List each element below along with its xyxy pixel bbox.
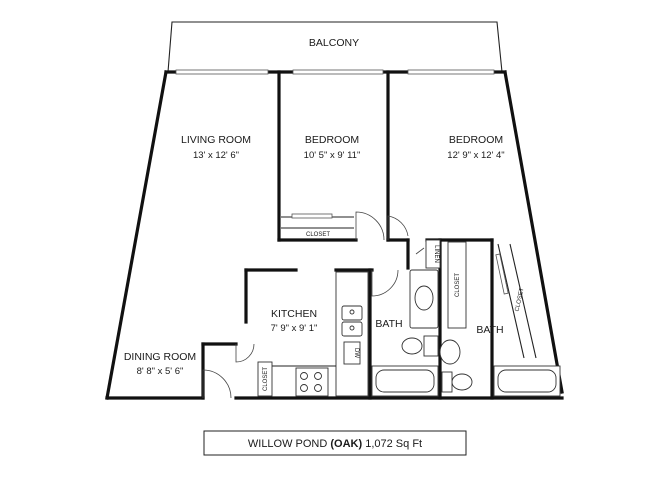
drain-2 bbox=[349, 325, 355, 331]
dining-room-size: 8' 8" x 5' 6" bbox=[137, 366, 184, 377]
dishwasher bbox=[343, 341, 361, 365]
window-bedroom-1 bbox=[292, 69, 384, 75]
bath-closet-box bbox=[447, 241, 467, 329]
linen-closet: LINEN bbox=[415, 239, 441, 269]
kitchen-name: KITCHEN bbox=[271, 308, 317, 320]
living-room-name: LIVING ROOM bbox=[181, 134, 251, 146]
window-bedroom-2 bbox=[407, 69, 495, 75]
stove bbox=[295, 367, 329, 397]
closet-door-slider bbox=[291, 213, 333, 219]
bathtub-basin bbox=[375, 369, 435, 393]
door-entry bbox=[202, 369, 232, 399]
dining-room-name: DINING ROOM bbox=[124, 351, 196, 363]
bath-closet: CLOSET bbox=[447, 241, 467, 329]
bath-1-fixtures bbox=[371, 269, 439, 397]
linen-box bbox=[425, 239, 441, 269]
toilet-icon bbox=[401, 337, 423, 355]
bedroom-2-size: 12' 9" x 12' 4" bbox=[447, 150, 504, 161]
bedroom-closet: CLOSET bbox=[281, 213, 354, 238]
closet-label: CLOSET bbox=[306, 232, 330, 238]
bedroom-1-size: 10' 5" x 9' 11" bbox=[304, 150, 361, 161]
dining-closet-label: CLOSET bbox=[263, 367, 269, 391]
caption-name: WILLOW POND bbox=[248, 438, 331, 450]
caption-text: WILLOW POND (OAK) 1,072 Sq Ft bbox=[248, 438, 422, 450]
balcony-outline bbox=[167, 21, 503, 73]
door-dining-closet bbox=[235, 343, 255, 363]
dining-closet: CLOSET bbox=[257, 361, 273, 397]
burner-2 bbox=[314, 372, 322, 380]
bedroom2-closet-label: CLOSET bbox=[515, 287, 526, 312]
bedroom-1-name: BEDROOM bbox=[305, 134, 359, 146]
bedroom-2-name: BEDROOM bbox=[449, 134, 503, 146]
door-bedroom-2 bbox=[387, 215, 409, 240]
sink-icon bbox=[414, 285, 434, 311]
kitchen-size: 7' 9" x 9' 1" bbox=[271, 323, 318, 334]
closet-slider bbox=[495, 253, 509, 295]
toilet-2-icon bbox=[451, 373, 473, 391]
burner-1 bbox=[300, 372, 308, 380]
linen-label: LINEN bbox=[433, 245, 439, 263]
linen-door bbox=[415, 247, 425, 255]
interior-walls bbox=[201, 70, 494, 400]
left-wall bbox=[105, 70, 168, 400]
living-room-size: 13' x 12' 6" bbox=[193, 150, 239, 161]
burner-4 bbox=[314, 384, 322, 392]
right-wall bbox=[503, 70, 564, 394]
bath-2-fixtures bbox=[439, 339, 561, 397]
bedroom2-closet: CLOSET bbox=[495, 243, 537, 359]
bath-closet-label: CLOSET bbox=[455, 273, 461, 297]
closet-angled-line bbox=[497, 243, 525, 359]
outer-walls bbox=[105, 70, 564, 400]
bath-2-name: BATH bbox=[476, 324, 503, 336]
balcony-label: BALCONY bbox=[309, 37, 359, 49]
doors bbox=[202, 211, 409, 399]
balcony: BALCONY bbox=[167, 21, 503, 73]
sink-2-icon bbox=[439, 339, 461, 365]
drain-1 bbox=[349, 309, 355, 315]
caption: WILLOW POND (OAK) 1,072 Sq Ft bbox=[203, 430, 467, 456]
door-bath-1 bbox=[371, 269, 399, 297]
toilet-tank bbox=[423, 335, 439, 357]
caption-box bbox=[203, 430, 467, 456]
burner-3 bbox=[300, 384, 308, 392]
caption-area: 1,072 Sq Ft bbox=[362, 438, 422, 450]
door-bedroom-1 bbox=[355, 211, 385, 241]
room-labels: LIVING ROOM 13' x 12' 6" BEDROOM 10' 5" … bbox=[124, 134, 505, 377]
kitchen-fixtures: DW bbox=[270, 271, 369, 397]
toilet-2-tank bbox=[441, 371, 453, 393]
closet-angled-line-2 bbox=[509, 243, 537, 359]
dishwasher-label: DW bbox=[353, 348, 359, 358]
window-living bbox=[175, 69, 269, 75]
windows bbox=[175, 69, 495, 75]
dining-closet-box bbox=[257, 361, 273, 397]
bath-1-name: BATH bbox=[375, 318, 402, 330]
bathtub-2-basin bbox=[497, 369, 557, 393]
caption-model: (OAK) bbox=[330, 438, 362, 450]
